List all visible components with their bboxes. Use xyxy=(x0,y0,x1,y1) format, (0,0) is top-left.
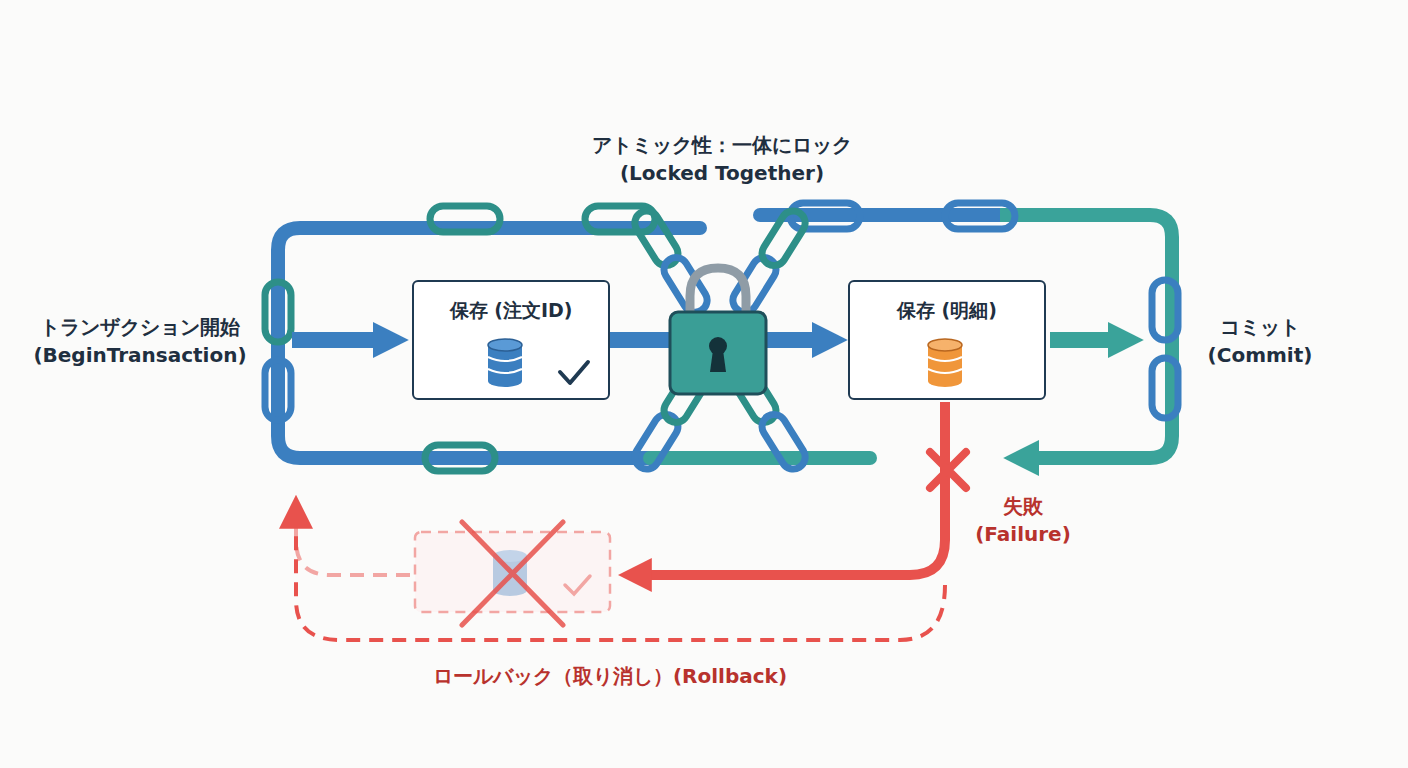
database-icon xyxy=(493,550,527,596)
chain-link xyxy=(430,206,500,232)
chain-link xyxy=(758,410,810,474)
process-box: 保存 (明細) xyxy=(848,280,1046,400)
box-label: 保存 (注文ID) xyxy=(414,282,608,324)
flow-label: コミット (Commit) xyxy=(1195,313,1325,369)
start-arrow xyxy=(292,332,380,348)
flow-label: トランザクション開始 (BeginTransaction) xyxy=(10,313,270,369)
chain-link xyxy=(265,282,291,342)
chain-link xyxy=(1152,358,1178,418)
cancel-mark xyxy=(462,522,563,625)
check-mark xyxy=(565,576,590,594)
chain-link xyxy=(425,445,495,471)
keyhole xyxy=(710,350,726,372)
chain-link xyxy=(265,360,291,420)
lock-shackle xyxy=(690,268,746,316)
rollback-line xyxy=(296,525,410,575)
check-mark xyxy=(560,362,588,383)
process-box: 保存 (注文ID) xyxy=(412,280,610,400)
chain-loop xyxy=(650,451,870,465)
rolled-back-box xyxy=(415,532,610,612)
flow-label: 失敗 (Failure) xyxy=(968,492,1078,548)
database-icon xyxy=(488,339,522,387)
heading-label: アトミック性：一体にロック (Locked Together) xyxy=(572,131,872,187)
chain-link xyxy=(1152,280,1178,340)
database-icon xyxy=(928,339,962,387)
box-label: 保存 (明細) xyxy=(850,282,1044,324)
padlock xyxy=(670,312,766,394)
failure-mark xyxy=(930,452,966,488)
chain-link xyxy=(659,363,711,427)
failure-line xyxy=(645,402,945,575)
chain-link xyxy=(945,203,1015,229)
keyhole xyxy=(709,337,727,355)
commit-arrow xyxy=(1050,332,1115,348)
flow-label: ロールバック（取り消し）(Rollback) xyxy=(330,662,890,690)
chain-link xyxy=(659,253,711,317)
flow-arrow xyxy=(610,332,819,348)
rollback-line xyxy=(296,522,945,640)
chain-link xyxy=(758,206,810,270)
